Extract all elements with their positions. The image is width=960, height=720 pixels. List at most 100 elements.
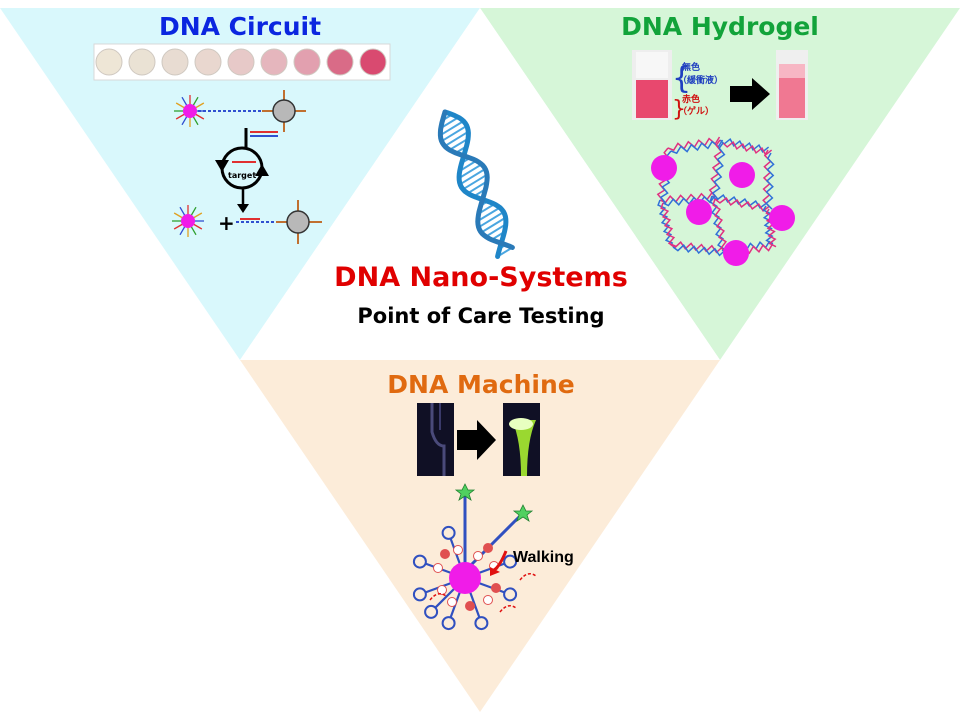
hairpin-loop bbox=[424, 604, 439, 619]
backbone-strand bbox=[442, 109, 509, 259]
center-subtitle: Point of Care Testing bbox=[357, 304, 605, 328]
center-title: DNA Nano-Systems bbox=[334, 262, 628, 293]
gel-label: （ゲル） bbox=[678, 107, 715, 117]
base-pair bbox=[459, 168, 486, 186]
substrate-marker bbox=[433, 563, 443, 573]
magnetic-bead-probe-bottom bbox=[276, 200, 322, 244]
base-pair bbox=[449, 137, 469, 151]
fluorophore-star bbox=[454, 483, 476, 501]
substrate-markers bbox=[429, 543, 537, 613]
substrate-marker bbox=[447, 597, 457, 607]
dna-link bbox=[670, 139, 724, 155]
magnetic-bead-probe-top bbox=[262, 90, 306, 132]
well bbox=[95, 48, 123, 76]
buffer-label: （緩衝液） bbox=[678, 76, 724, 86]
nanoparticle bbox=[651, 155, 677, 181]
substrate-marker bbox=[453, 545, 463, 555]
substrate-marker bbox=[473, 551, 483, 561]
substrate-marker bbox=[437, 585, 447, 595]
substrate-marker bbox=[465, 601, 475, 611]
walking-label: Walking bbox=[513, 549, 574, 566]
dna-link bbox=[711, 142, 726, 200]
base-pair bbox=[485, 223, 507, 238]
hairpin-loop bbox=[412, 554, 427, 569]
dna-link bbox=[711, 194, 767, 209]
red-label: 赤色 bbox=[682, 95, 701, 105]
cycle-arrowhead-right bbox=[255, 164, 269, 176]
machine-panel-bg bbox=[240, 360, 720, 712]
bracket-red: } bbox=[672, 97, 686, 122]
substrate-marker bbox=[483, 543, 493, 553]
well-row bbox=[95, 48, 387, 76]
dna-link bbox=[722, 140, 773, 157]
substrate-marker bbox=[491, 583, 501, 593]
nanoparticle bbox=[729, 162, 755, 188]
base-pair bbox=[444, 130, 469, 147]
center-panel-bg bbox=[240, 8, 720, 360]
base-pair bbox=[458, 163, 483, 179]
hydrogel-title: DNA Hydrogel bbox=[621, 12, 819, 41]
hairpin-loop bbox=[441, 525, 456, 540]
nanoparticles bbox=[651, 155, 795, 266]
well bbox=[293, 48, 321, 76]
hairpin-loop bbox=[441, 616, 456, 631]
hairpin-loop bbox=[503, 554, 518, 569]
well bbox=[260, 48, 288, 76]
base-pair bbox=[477, 206, 501, 222]
well bbox=[359, 48, 387, 76]
dna-link bbox=[657, 199, 674, 244]
nanoparticle bbox=[686, 199, 712, 225]
base-pair bbox=[441, 124, 468, 143]
colorless-label: 無色 bbox=[682, 63, 701, 73]
base-pair bbox=[462, 173, 488, 191]
target-label: target bbox=[228, 171, 257, 180]
substrate-marker bbox=[440, 549, 450, 559]
well bbox=[128, 48, 156, 76]
bracket-blue: { bbox=[672, 61, 691, 96]
well bbox=[194, 48, 222, 76]
base-pair bbox=[439, 120, 465, 137]
walking-path bbox=[519, 573, 537, 581]
base-pair bbox=[478, 211, 505, 229]
dna-link bbox=[709, 195, 726, 251]
hairpin-loop bbox=[474, 616, 489, 631]
machine-title: DNA Machine bbox=[387, 370, 575, 399]
nanoparticle-probe-bottom bbox=[172, 205, 204, 237]
circuit-panel-bg bbox=[0, 8, 480, 360]
base-pair bbox=[480, 216, 507, 234]
dna-link bbox=[714, 197, 770, 212]
backbone-strand bbox=[437, 109, 515, 250]
walking-path bbox=[429, 593, 447, 601]
well bbox=[227, 48, 255, 76]
well bbox=[161, 48, 189, 76]
circuit-title: DNA Circuit bbox=[158, 12, 322, 41]
transition-arrow bbox=[457, 420, 496, 460]
well bbox=[326, 48, 354, 76]
nanoparticle-probe-top bbox=[174, 95, 206, 127]
hairpin-loop bbox=[412, 587, 427, 602]
base-pair bbox=[440, 116, 459, 129]
dna-link bbox=[660, 202, 677, 247]
fluorophore-star bbox=[512, 504, 534, 522]
dna-helix bbox=[437, 109, 515, 259]
transition-arrow bbox=[730, 78, 770, 110]
walking-arrow bbox=[493, 550, 508, 572]
dna-link bbox=[719, 137, 770, 154]
walking-path bbox=[499, 605, 517, 613]
hairpin-loop bbox=[503, 587, 518, 602]
nanoparticle bbox=[769, 205, 795, 231]
nanoparticle bbox=[183, 104, 197, 118]
nanoparticle bbox=[181, 214, 195, 228]
dna-link bbox=[712, 198, 729, 254]
red-gel bbox=[636, 80, 668, 118]
magnetic-bead bbox=[286, 210, 310, 234]
central-nanoparticle bbox=[449, 562, 481, 594]
plus-sign: + bbox=[218, 211, 235, 235]
dna-link bbox=[672, 244, 726, 257]
substrate-marker bbox=[483, 595, 493, 605]
hydrogel-panel-bg bbox=[480, 8, 960, 360]
